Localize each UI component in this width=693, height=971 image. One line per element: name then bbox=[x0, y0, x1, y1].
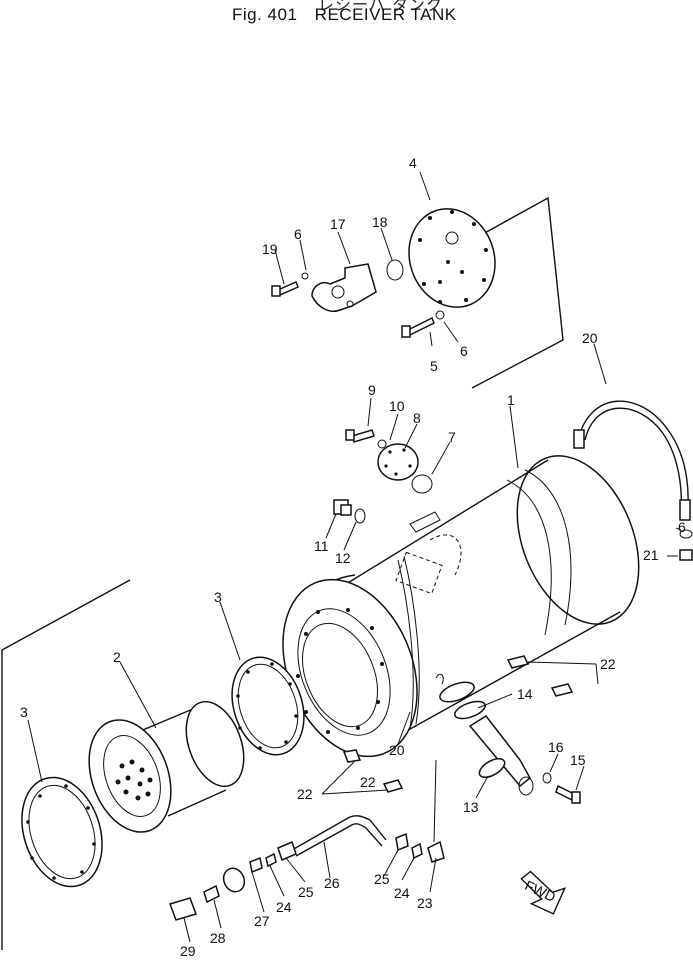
forward-direction-marker: FWD bbox=[520, 870, 567, 915]
drain-assembly bbox=[435, 673, 581, 804]
callout: 19 bbox=[262, 241, 278, 257]
callout: 24 bbox=[276, 899, 292, 915]
callout: 28 bbox=[210, 930, 226, 946]
callout: 24 bbox=[394, 885, 410, 901]
rubber-pads bbox=[342, 655, 574, 793]
callout: 18 bbox=[372, 214, 388, 230]
callout: 20 bbox=[582, 330, 598, 346]
callout: 5 bbox=[430, 358, 438, 374]
figure-title: RECEIVER TANK bbox=[314, 5, 457, 24]
callout: 15 bbox=[570, 752, 586, 768]
callout: 3 bbox=[214, 589, 222, 605]
outline-upper bbox=[1, 579, 131, 651]
callout: 10 bbox=[389, 398, 405, 414]
receiver-tank-body bbox=[282, 455, 640, 758]
callout: 1 bbox=[507, 392, 515, 408]
callout: 25 bbox=[298, 884, 314, 900]
callout-labels: 1 2 3 3 4 5 6 6 6 7 8 9 10 11 12 13 14 1… bbox=[20, 155, 686, 959]
callout: 9 bbox=[368, 382, 376, 398]
mounting-strap bbox=[573, 400, 693, 561]
callout: 8 bbox=[413, 410, 421, 426]
callout: 6 bbox=[460, 343, 468, 359]
inspection-cover-assembly bbox=[333, 429, 433, 524]
callout: 14 bbox=[517, 686, 533, 702]
callout: 22 bbox=[297, 786, 313, 802]
callout: 25 bbox=[374, 871, 390, 887]
callout: 29 bbox=[180, 943, 196, 959]
diagram-title: Fig. 401 RECEIVER TANK bbox=[232, 5, 457, 25]
title-japanese: レシーバ タンク bbox=[318, 0, 443, 14]
callout: 6 bbox=[294, 226, 302, 242]
callout: 23 bbox=[417, 895, 433, 911]
gasket-right bbox=[231, 656, 305, 756]
callout: 22 bbox=[600, 656, 616, 672]
callout: 2 bbox=[113, 649, 121, 665]
callout: 3 bbox=[20, 704, 28, 720]
fwd-label: FWD bbox=[523, 877, 559, 905]
callout: 21 bbox=[643, 547, 659, 563]
drain-line bbox=[169, 759, 445, 921]
callout: 16 bbox=[548, 739, 564, 755]
callout: 17 bbox=[330, 216, 346, 232]
leader-lines bbox=[27, 171, 682, 943]
callout: 22 bbox=[360, 774, 376, 790]
callout: 27 bbox=[254, 913, 270, 929]
callout: 20 bbox=[389, 742, 405, 758]
callout: 4 bbox=[409, 155, 417, 171]
gasket-left bbox=[21, 776, 103, 888]
inlet-pipe bbox=[88, 700, 245, 833]
callout: 12 bbox=[335, 550, 351, 566]
callout: 13 bbox=[463, 799, 479, 815]
callout: 7 bbox=[448, 429, 456, 445]
callout: 6 bbox=[678, 519, 686, 535]
callout: 26 bbox=[324, 875, 340, 891]
callout: 11 bbox=[314, 538, 329, 554]
figure-number: Fig. 401 bbox=[232, 5, 298, 24]
upper-cover-assembly bbox=[271, 196, 564, 389]
